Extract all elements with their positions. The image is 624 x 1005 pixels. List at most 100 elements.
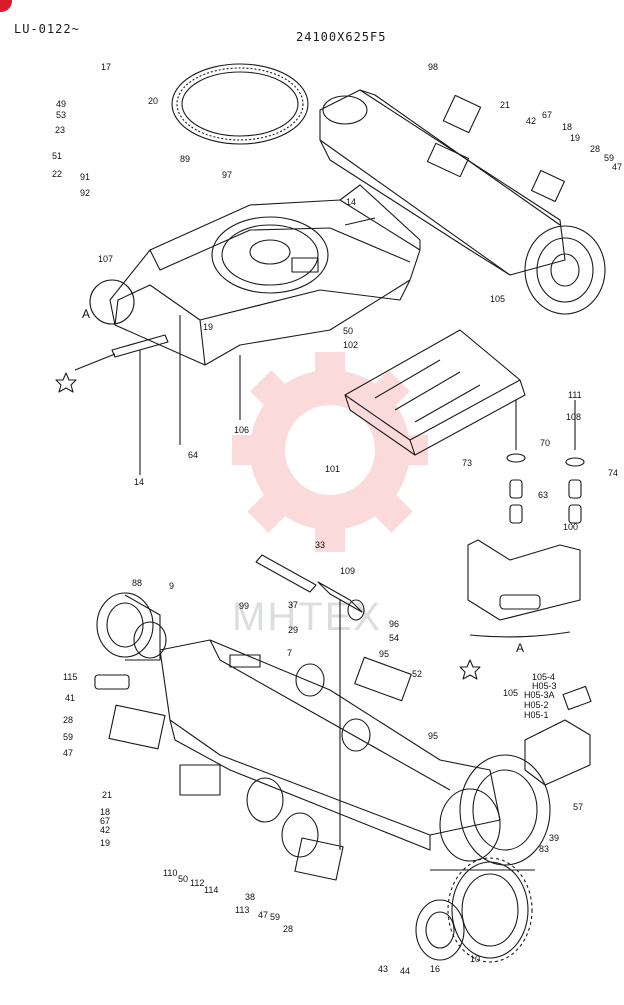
part-callout: 83 (539, 844, 549, 854)
part-callout: 114 (204, 885, 218, 895)
crawler-frame-lower (133, 621, 501, 851)
part-callout: H05-1 (524, 710, 549, 720)
part-callout: 111 (568, 390, 582, 400)
part-callout: 95 (428, 731, 438, 741)
part-callout: 14 (134, 477, 144, 487)
part-callout: H05-3A (524, 690, 555, 700)
part-callout: 67 (100, 816, 110, 826)
part-callout: 106 (234, 425, 249, 435)
part-callout: 37 (288, 600, 298, 610)
part-callout: 7 (287, 648, 292, 658)
part-callout: 110 (163, 868, 177, 878)
part-callout: 97 (222, 170, 232, 180)
part-callout: 29 (288, 625, 298, 635)
swing-bearing-ring (171, 63, 309, 145)
detail-a-callout (89, 279, 135, 325)
part-callout: 98 (428, 62, 438, 72)
part-callout: 19 (100, 838, 110, 848)
part-callout: 42 (526, 116, 536, 126)
part-callout: 63 (538, 490, 548, 500)
part-callout: 28 (590, 144, 600, 154)
part-callout: 10 (470, 954, 480, 964)
part-callout: 115 (63, 672, 77, 682)
part-callout: 28 (283, 924, 293, 934)
idler-wheel (96, 592, 161, 661)
travel-motor (439, 754, 551, 866)
part-callout: 17 (101, 62, 111, 72)
part-callout: 43 (378, 964, 388, 974)
part-callout: 21 (102, 790, 112, 800)
part-callout: 57 (573, 802, 583, 812)
part-callout: 99 (239, 601, 249, 611)
part-callout: 19 (203, 322, 213, 332)
part-callout: 14 (346, 197, 356, 207)
part-callout: 59 (270, 912, 280, 922)
part-callout: 91 (80, 172, 90, 182)
sprocket (447, 857, 533, 963)
detail-a-assembly (467, 400, 585, 638)
part-callout: 21 (500, 100, 510, 110)
part-callout: 70 (540, 438, 550, 448)
track-guard (344, 329, 526, 456)
star-marker (55, 372, 77, 393)
drawing-number: 24100X625F5 (296, 30, 387, 44)
part-callout: 16 (430, 964, 440, 974)
detail-a-label: A (82, 307, 90, 321)
bolt (344, 217, 376, 226)
part-callout: 73 (462, 458, 472, 468)
part-callout: 47 (258, 910, 268, 920)
part-callout: 89 (180, 154, 190, 164)
part-callout: 39 (549, 833, 559, 843)
part-callout: 41 (65, 693, 75, 703)
bracket (179, 764, 221, 796)
part-callout: 54 (389, 633, 399, 643)
part-callout: 47 (63, 748, 73, 758)
track-pin (74, 334, 169, 475)
star-marker (459, 659, 481, 680)
sleeve (317, 581, 365, 621)
part-callout: 49 (56, 99, 66, 109)
part-callout: 102 (343, 340, 358, 350)
part-callout: 53 (56, 110, 66, 120)
part-callout: 108 (566, 412, 581, 422)
part-callout: 95 (379, 649, 389, 659)
part-callout: 107 (98, 254, 113, 264)
bracket (229, 654, 261, 668)
part-callout: 28 (63, 715, 73, 725)
part-callout: 50 (343, 326, 353, 336)
part-callout: 100 (563, 522, 578, 532)
detail-a-caption: A (516, 641, 524, 655)
part-callout: 113 (235, 905, 249, 915)
part-callout: 9 (169, 581, 174, 591)
part-callout: 92 (80, 188, 90, 198)
part-callout: 51 (52, 151, 62, 161)
shaft (255, 554, 317, 593)
part-callout: 105 (490, 294, 505, 304)
sprocket-hub (415, 899, 465, 961)
cover-plate (294, 837, 344, 881)
track-roller (246, 663, 371, 858)
part-callout: 47 (612, 162, 622, 172)
part-callout: H05-2 (524, 700, 549, 710)
part-callout: 96 (389, 619, 399, 629)
part-callout: 23 (55, 125, 65, 135)
part-callout: 59 (63, 732, 73, 742)
part-callout: 33 (315, 540, 325, 550)
part-callout: 44 (400, 966, 410, 976)
part-callout: 38 (245, 892, 255, 902)
part-callout: 50 (178, 874, 188, 884)
cover-plate (94, 674, 130, 690)
part-callout: 64 (188, 450, 198, 460)
part-callout: 105-4 (532, 672, 555, 682)
part-callout: 52 (412, 669, 422, 679)
part-callout: 59 (604, 153, 614, 163)
watermark-text: MHTEX (232, 595, 382, 639)
part-callout: 105 (503, 688, 518, 698)
hydraulic-motor (524, 685, 592, 786)
part-callout: 20 (148, 96, 158, 106)
part-callout: 112 (190, 878, 204, 888)
track-frame-upper (109, 184, 421, 366)
